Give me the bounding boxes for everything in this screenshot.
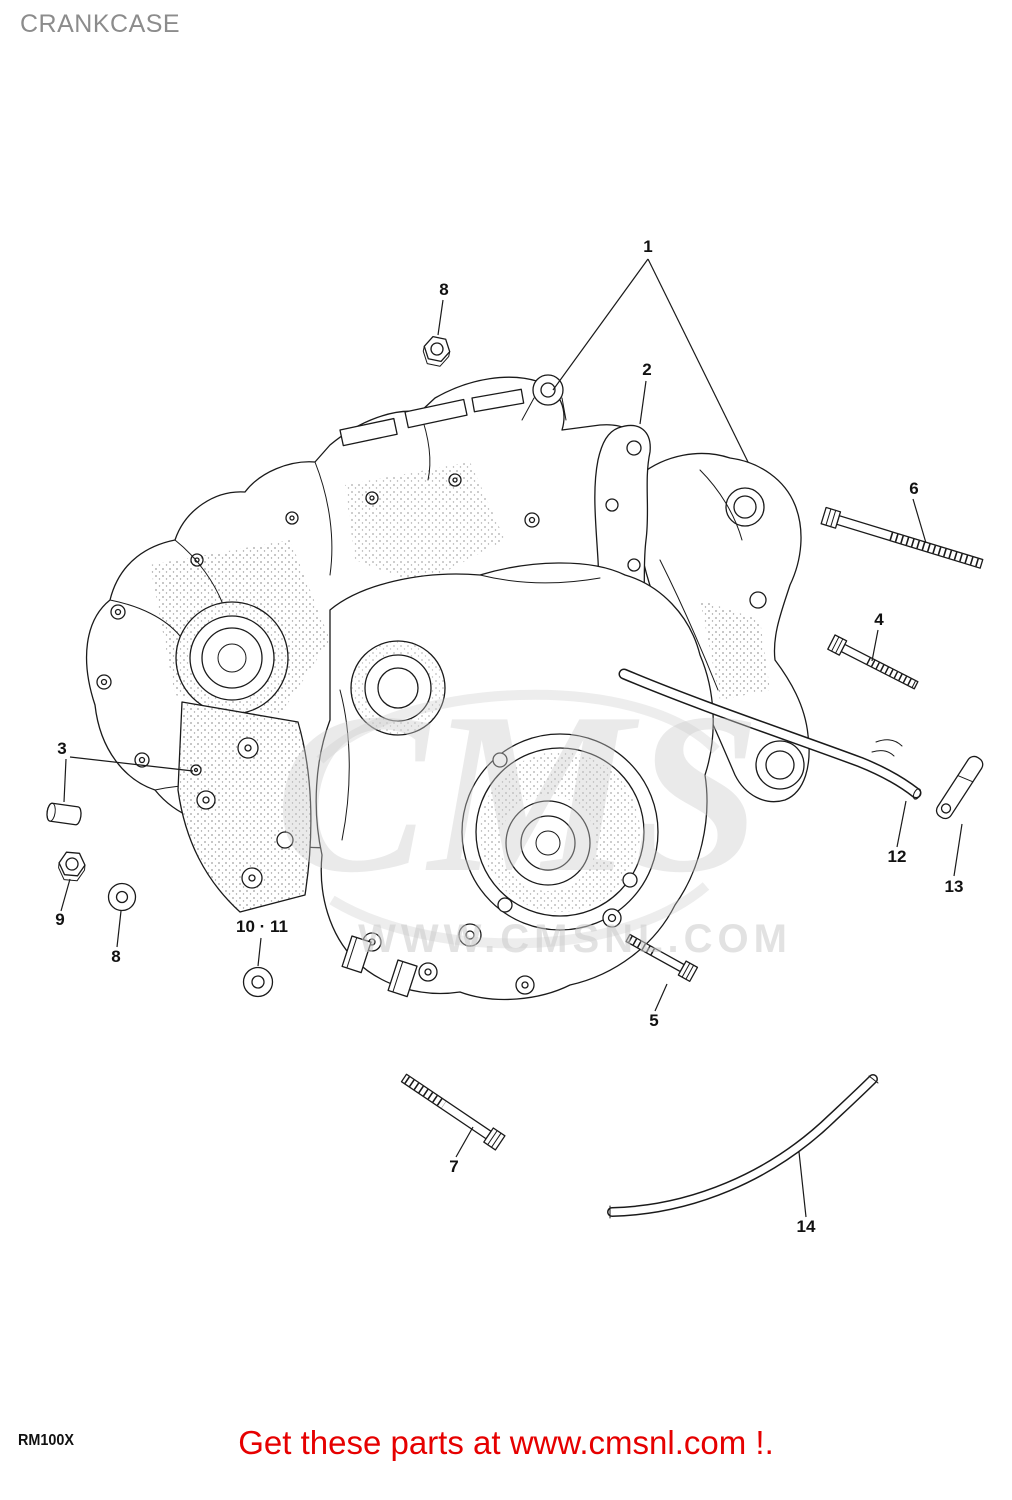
footer-promo-link[interactable]: Get these parts at www.cmsnl.com !.: [238, 1424, 774, 1461]
engine-mount-arm: [635, 452, 810, 803]
bolt-6: [820, 506, 984, 569]
washer-8: [107, 882, 137, 912]
watermark-logo: CMS: [275, 665, 761, 920]
watermark: CMS WWW.CMSNL.COM: [275, 665, 792, 961]
watermark-url: WWW.CMSNL.COM: [358, 917, 792, 961]
dowel-3: [46, 802, 82, 826]
crankcase-mount-plate: [177, 701, 312, 913]
breather-pipe: [618, 668, 922, 800]
bolt-5: [625, 933, 699, 983]
nut-9: [58, 851, 86, 882]
pipe-clamp: [935, 755, 984, 820]
leader-lines: [60, 258, 963, 1218]
bolt-7: [400, 1073, 506, 1151]
drain-hose: [607, 1074, 879, 1219]
nut-8-top: [422, 335, 451, 367]
model-code: RM100X: [18, 1432, 75, 1449]
page-title: CRANKCASE: [20, 10, 181, 38]
crankcase-front-half: [315, 562, 714, 1001]
bolt-4: [827, 634, 919, 690]
washer-10-11: [242, 966, 274, 998]
